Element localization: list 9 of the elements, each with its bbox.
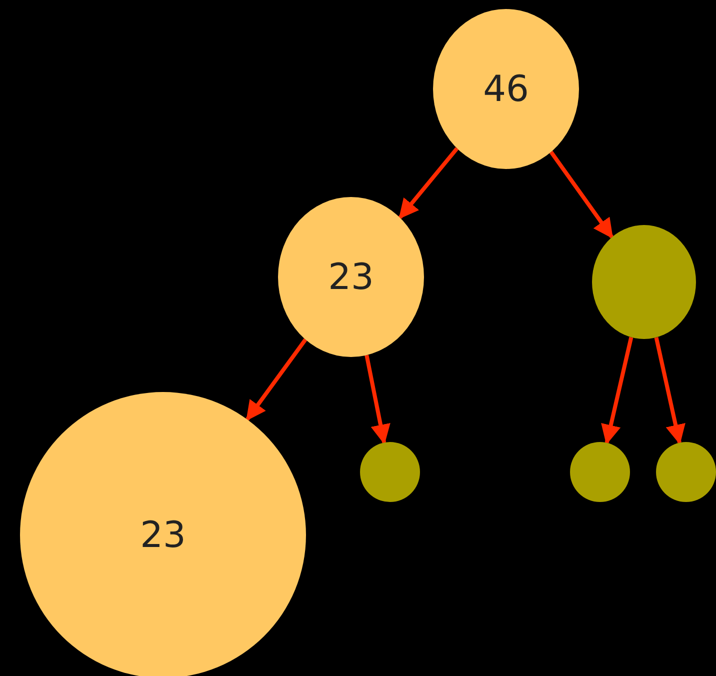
arrow xyxy=(398,147,459,220)
node-value: 23 xyxy=(328,256,374,298)
node-value: 23 xyxy=(140,514,186,556)
node-value: 46 xyxy=(483,68,529,110)
arrow xyxy=(654,336,686,445)
arrow xyxy=(364,354,390,445)
arrow xyxy=(246,338,308,422)
arrow xyxy=(601,336,634,445)
arrow xyxy=(549,150,614,239)
